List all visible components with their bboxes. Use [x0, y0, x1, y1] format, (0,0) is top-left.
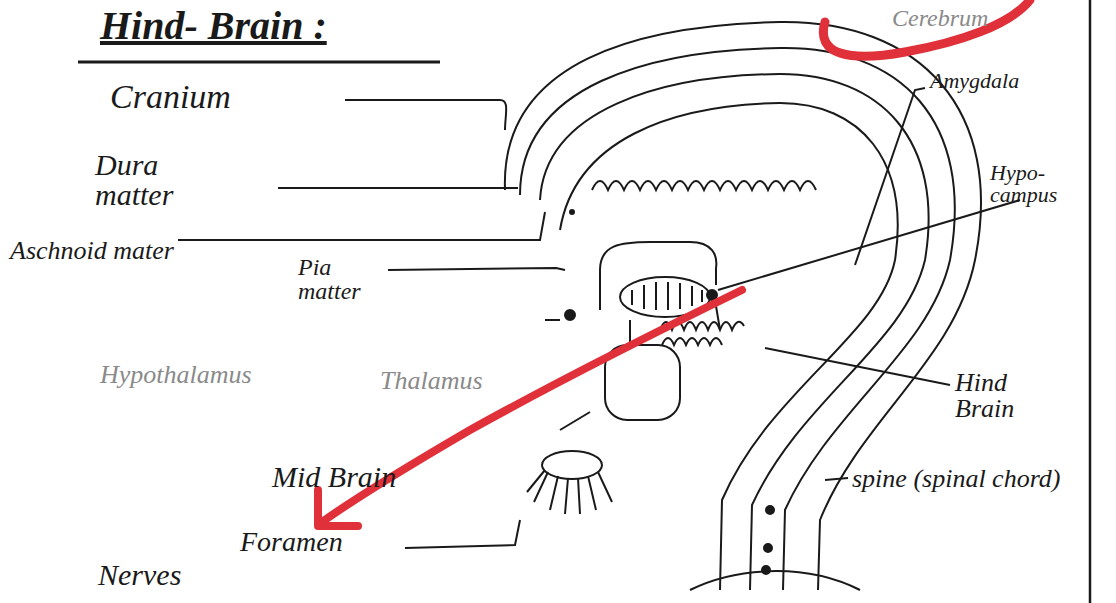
part-label: Hypo-campus	[990, 162, 1086, 206]
part-label: Aschnoid mater	[10, 238, 175, 264]
part-label: Thalamus	[380, 368, 483, 394]
diagram-title: Hind- Brain :	[100, 6, 327, 46]
part-label: spine (spinal chord)	[852, 466, 1082, 492]
part-label: Cranium	[110, 80, 231, 114]
part-label: Mid Brain	[272, 462, 396, 492]
part-label: Amygdala	[930, 70, 1019, 92]
part-label: Foramen	[240, 528, 343, 556]
part-label: Nerves	[98, 560, 181, 590]
part-label: Pia matter	[298, 255, 388, 303]
part-label: Hind Brain	[955, 370, 1065, 422]
part-label: Dura matter	[95, 150, 225, 210]
part-label: Cerebrum	[892, 6, 988, 30]
part-label: Hypothalamus	[100, 362, 252, 388]
